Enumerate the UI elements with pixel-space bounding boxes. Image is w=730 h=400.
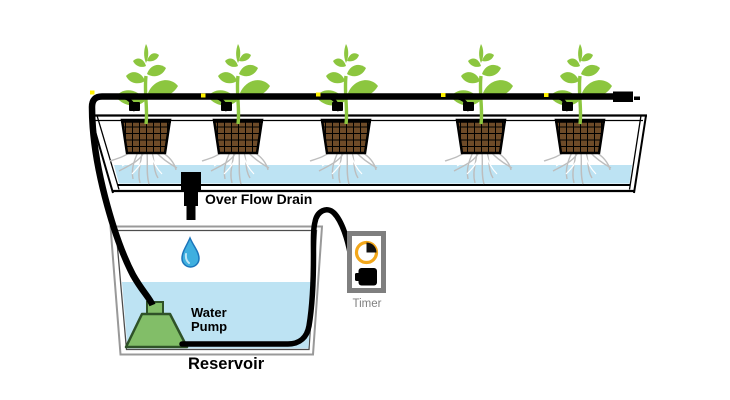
water-pump [124, 301, 189, 349]
timer-label: Timer [352, 298, 382, 310]
plug-icon [358, 268, 377, 286]
tray-water [114, 165, 632, 184]
reservoir-label: Reservoir [188, 355, 265, 373]
overflow-drain-label: Over Flow Drain [205, 191, 313, 207]
timer-outlet [347, 231, 386, 293]
drip-line-connector-dots [90, 90, 549, 98]
overflow-drain-fitting [181, 172, 201, 220]
grow-tray [89, 114, 647, 194]
dripper-emitters [109, 95, 573, 112]
net-pots [119, 118, 607, 155]
drip-line [88, 91, 640, 307]
water-drop-icon [181, 236, 200, 268]
drip-line-end-cap [613, 91, 633, 102]
water-pump-label: Water Pump [191, 305, 228, 335]
plants [114, 42, 614, 126]
